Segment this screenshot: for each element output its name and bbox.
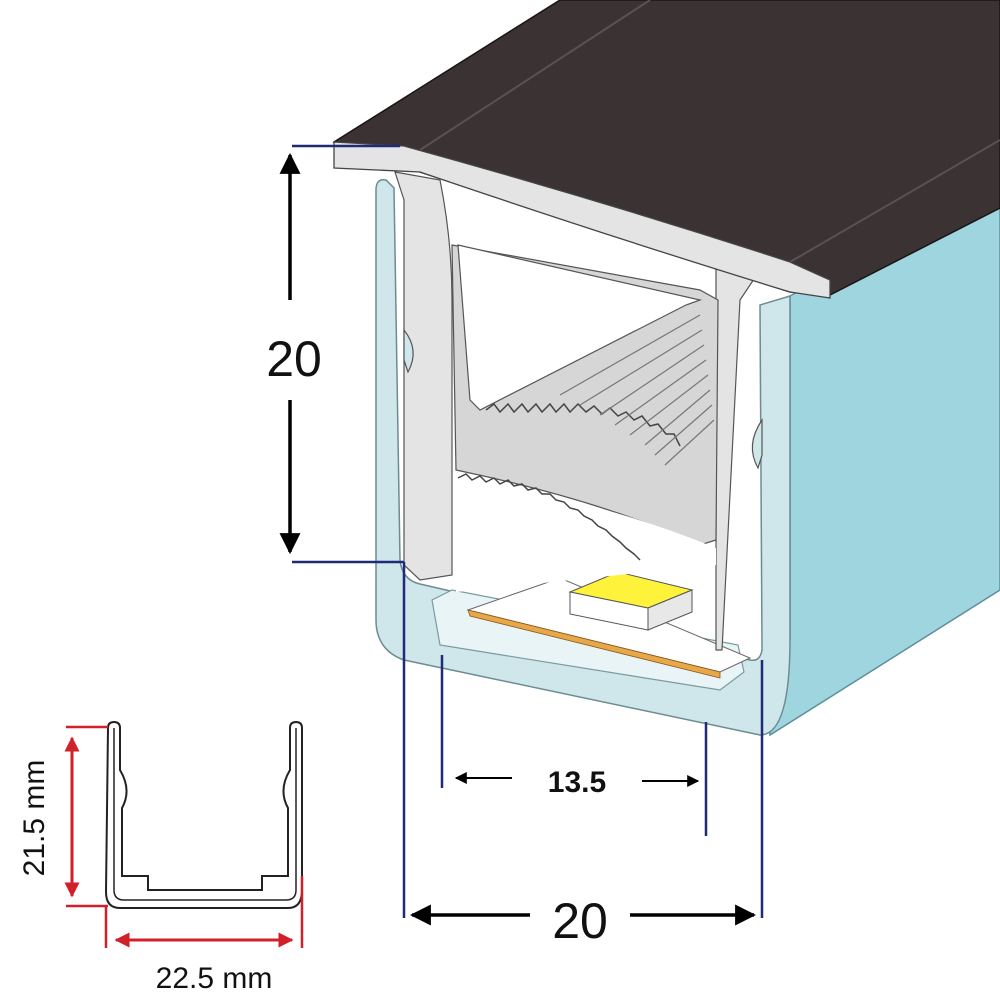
profile-3d	[332, 0, 1000, 737]
cross-section-inner	[113, 728, 297, 901]
clip-left	[403, 328, 414, 374]
serration-lower	[457, 473, 641, 561]
cover-lip	[333, 141, 831, 299]
cover-groove-1	[419, 0, 651, 151]
profile-cross-section: 21.5 mm 22.5 mm	[18, 720, 304, 995]
serration-upper	[485, 402, 681, 447]
section-width-label: 22.5 mm	[156, 962, 273, 995]
serration-ribs	[559, 314, 715, 466]
insert-lower-opening	[456, 478, 716, 592]
width-label: 20	[552, 893, 608, 949]
led-strip-edge	[467, 609, 721, 679]
cover-groove-2	[789, 139, 1000, 263]
cross-section-outline	[104, 720, 303, 909]
led-chip	[568, 571, 694, 631]
section-height-label: 21.5 mm	[18, 760, 51, 877]
inner-width-label: 13.5	[548, 766, 606, 799]
clip-right	[751, 418, 763, 470]
height-dimension: 20	[266, 144, 404, 564]
height-label: 20	[266, 331, 322, 387]
diffuser-insert	[394, 171, 453, 581]
inner-width-dimension: 13.5	[440, 655, 708, 836]
width-dimension: 20	[402, 562, 764, 949]
insert-upper-opening	[457, 244, 703, 411]
